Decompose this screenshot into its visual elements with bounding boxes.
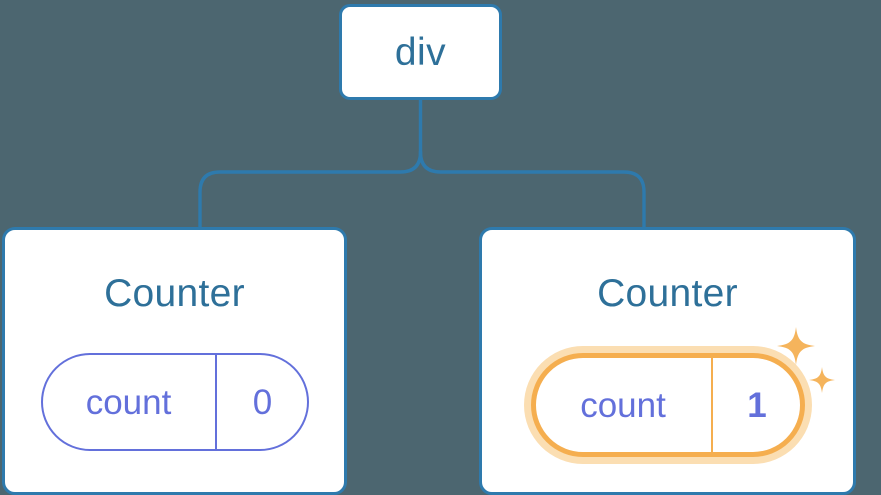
connector-to-right-child: [418, 150, 646, 230]
pill-divider-right: [710, 358, 713, 452]
state-value-left: 0: [252, 382, 273, 422]
node-div-label: div: [394, 30, 447, 74]
state-value-right: 1: [747, 385, 767, 425]
state-key-right: count: [580, 385, 666, 425]
node-counter-right-title: Counter: [597, 272, 738, 315]
state-pill-wrap-left: count 0: [5, 353, 344, 451]
state-pill-wrap-right: count 1: [482, 353, 853, 457]
state-pill-left[interactable]: count 0: [40, 353, 309, 451]
node-div[interactable]: div: [339, 4, 502, 100]
node-counter-left-title: Counter: [104, 272, 245, 315]
state-key-left: count: [85, 382, 172, 422]
pill-divider-left: [214, 355, 217, 449]
connector-to-left-child: [198, 150, 423, 230]
node-counter-right[interactable]: Counter count 1: [479, 227, 856, 495]
node-counter-left[interactable]: Counter count 0: [2, 227, 347, 495]
state-pill-right-highlighted[interactable]: count 1: [530, 353, 805, 457]
